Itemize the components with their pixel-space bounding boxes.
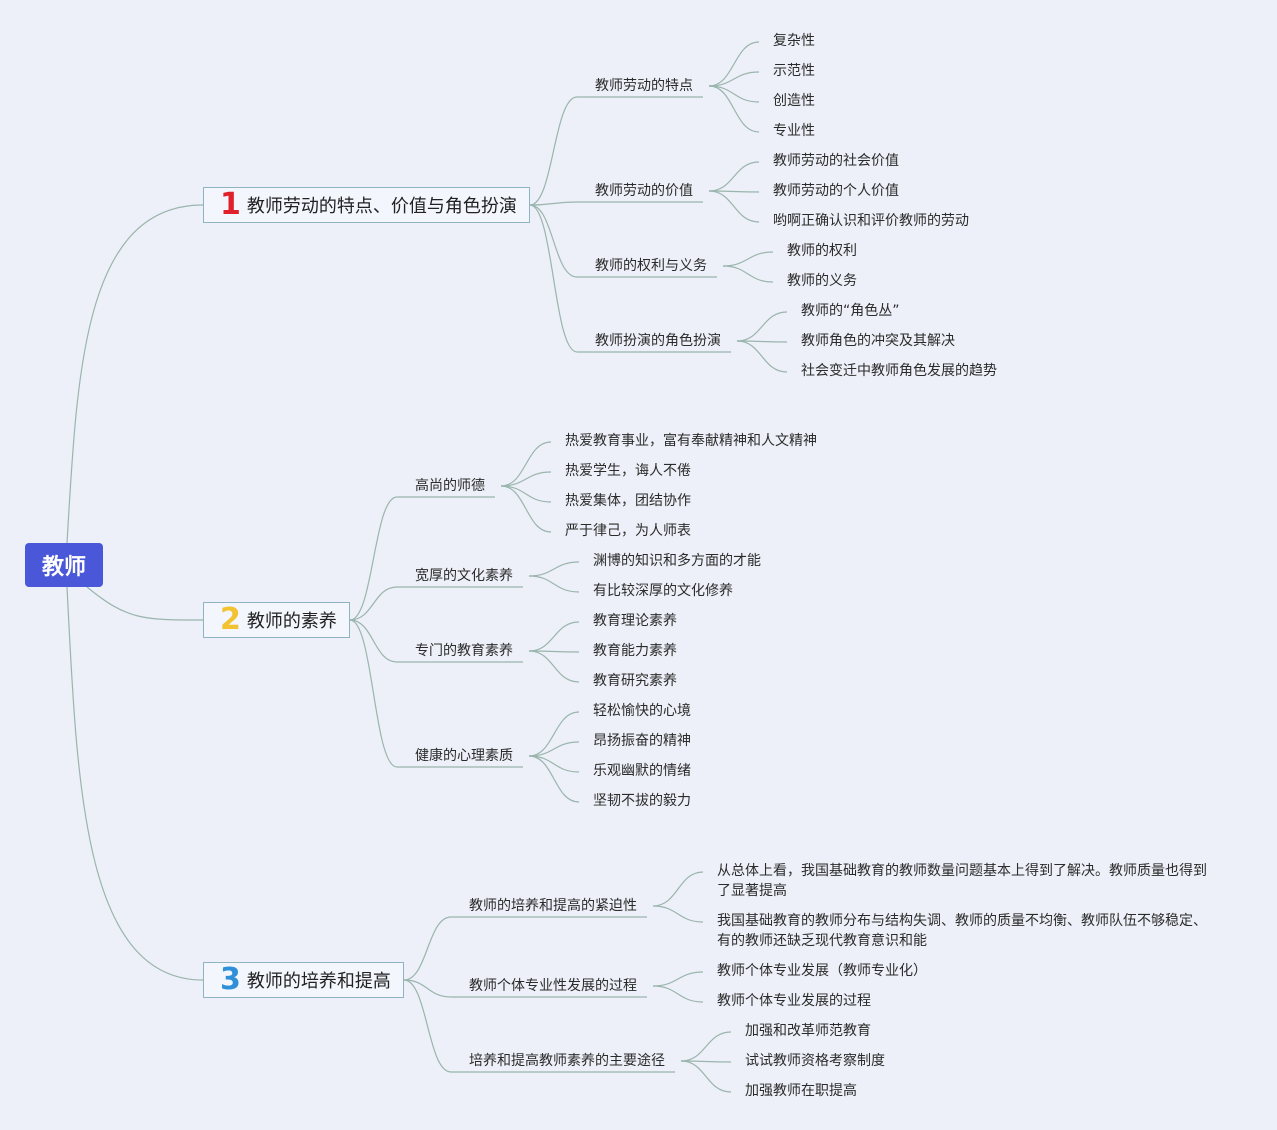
leaf-node[interactable]: 加强教师在职提高 xyxy=(745,1083,857,1099)
leaf-node[interactable]: 坚韧不拔的毅力 xyxy=(593,793,691,809)
leaf-node[interactable]: 热爱集体，团结协作 xyxy=(565,493,691,509)
leaf-node[interactable]: 试试教师资格考察制度 xyxy=(745,1053,885,1069)
leaf-node[interactable]: 我国基础教育的教师分布与结构失调、教师的质量不均衡、教师队伍不够稳定、有的教师还… xyxy=(717,913,1207,949)
branch-label-3: 教师的培养和提高 xyxy=(246,971,391,992)
topic-node[interactable]: 教师的培养和提高的紧迫性 xyxy=(469,898,637,914)
leaf-node[interactable]: 热爱学生，诲人不倦 xyxy=(565,463,691,479)
leaf-node[interactable]: 乐观幽默的情绪 xyxy=(593,763,691,779)
leaf-node[interactable]: 轻松愉快的心境 xyxy=(593,703,691,719)
connector-line xyxy=(708,41,760,87)
branch-label-1: 教师劳动的特点、价值与角色扮演 xyxy=(246,196,517,217)
connector-line xyxy=(722,265,774,283)
leaf-node[interactable]: 教育理论素养 xyxy=(593,613,677,629)
connector-line xyxy=(680,1060,732,1093)
connector-line xyxy=(708,85,760,103)
leaf-node[interactable]: 教师个体专业发展的过程 xyxy=(717,993,871,1009)
leaf-node[interactable]: 社会变迁中教师角色发展的趋势 xyxy=(801,363,997,379)
connector-line xyxy=(652,971,704,987)
connector-line xyxy=(708,161,760,192)
leaf-node[interactable]: 教师劳动的社会价值 xyxy=(773,153,899,169)
branch-node-3[interactable]: 3 教师的培养和提高 xyxy=(203,962,404,998)
leaf-node[interactable]: 严于律己，为人师表 xyxy=(565,523,691,539)
branch-number-1: 1 xyxy=(220,187,241,222)
connector-line xyxy=(529,204,578,353)
connector-line xyxy=(529,201,578,206)
topic-node[interactable]: 专门的教育素养 xyxy=(415,643,513,659)
leaf-node[interactable]: 教师个体专业发展（教师专业化） xyxy=(717,963,927,979)
branch-node-2[interactable]: 2 教师的素养 xyxy=(203,602,350,638)
topic-node[interactable]: 培养和提高教师素养的主要途径 xyxy=(469,1053,665,1069)
connector-line xyxy=(529,96,578,206)
leaf-node[interactable]: 渊博的知识和多方面的才能 xyxy=(593,553,761,569)
connector-line xyxy=(500,471,552,487)
leaf-node[interactable]: 教师的权利 xyxy=(787,243,857,259)
root-node[interactable]: 教师 xyxy=(25,543,103,587)
topic-node[interactable]: 宽厚的文化素养 xyxy=(415,568,513,584)
connector-line xyxy=(708,85,760,133)
connector-line xyxy=(500,441,552,487)
leaf-node[interactable]: 教师的义务 xyxy=(787,273,857,289)
connector-line xyxy=(652,871,704,907)
connector-line xyxy=(708,190,760,223)
leaf-node[interactable]: 有比较深厚的文化修养 xyxy=(593,583,733,599)
connector-line xyxy=(528,755,580,773)
connector-line xyxy=(680,1031,732,1062)
leaf-node[interactable]: 示范性 xyxy=(773,63,815,79)
branch-number-2: 2 xyxy=(220,602,241,637)
leaf-node[interactable]: 复杂性 xyxy=(773,33,815,49)
leaf-node[interactable]: 教师劳动的个人价值 xyxy=(773,183,899,199)
connector-line xyxy=(86,586,204,621)
connector-line xyxy=(349,586,398,621)
connector-line xyxy=(66,586,204,981)
connector-line xyxy=(500,485,552,533)
connector-line xyxy=(528,711,580,757)
leaf-node[interactable]: 教育能力素养 xyxy=(593,643,677,659)
connector-line xyxy=(652,985,704,1003)
connector-line xyxy=(736,311,788,342)
connector-line xyxy=(708,71,760,87)
connector-line xyxy=(528,561,580,577)
connector-line xyxy=(529,204,578,278)
topic-node[interactable]: 健康的心理素质 xyxy=(415,748,513,764)
branch-label-2: 教师的素养 xyxy=(246,611,337,632)
topic-node[interactable]: 教师劳动的价值 xyxy=(595,183,693,199)
connector-line xyxy=(528,575,580,593)
connector-line xyxy=(403,979,452,998)
branch-node-1[interactable]: 1 教师劳动的特点、价值与角色扮演 xyxy=(203,187,530,223)
leaf-node[interactable]: 专业性 xyxy=(773,123,815,139)
topic-node[interactable]: 教师的权利与义务 xyxy=(595,258,707,274)
leaf-node[interactable]: 教师的“角色丛” xyxy=(801,303,900,319)
leaf-node[interactable]: 热爱教育事业，富有奉献精神和人文精神 xyxy=(565,433,817,449)
topic-node[interactable]: 教师个体专业性发展的过程 xyxy=(469,978,637,994)
leaf-node[interactable]: 从总体上看，我国基础教育的教师数量问题基本上得到了解决。教师质量也得到了显著提高 xyxy=(717,863,1207,899)
topic-node[interactable]: 高尚的师德 xyxy=(415,478,485,494)
topic-node[interactable]: 教师劳动的特点 xyxy=(595,78,693,94)
topic-node[interactable]: 教师扮演的角色扮演 xyxy=(595,333,721,349)
connector-line xyxy=(500,485,552,503)
leaf-node[interactable]: 昂扬振奋的精神 xyxy=(593,733,691,749)
leaf-node[interactable]: 创造性 xyxy=(773,93,815,109)
connector-line xyxy=(349,496,398,621)
leaf-node[interactable]: 教师角色的冲突及其解决 xyxy=(801,333,955,349)
connector-line xyxy=(66,204,204,544)
connector-line xyxy=(528,621,580,652)
connector-line xyxy=(403,916,452,981)
connector-line xyxy=(528,755,580,803)
connector-line xyxy=(528,650,580,683)
connector-line xyxy=(736,340,788,373)
branch-number-3: 3 xyxy=(220,962,241,997)
leaf-node[interactable]: 加强和改革师范教育 xyxy=(745,1023,871,1039)
leaf-node[interactable]: 哟啊正确认识和评价教师的劳动 xyxy=(773,213,969,229)
connector-line xyxy=(722,251,774,267)
connector-line xyxy=(403,979,452,1073)
connector-line xyxy=(528,741,580,757)
connector-line xyxy=(349,619,398,663)
connector-line xyxy=(349,619,398,768)
connector-line xyxy=(652,905,704,923)
leaf-node[interactable]: 教育研究素养 xyxy=(593,673,677,689)
